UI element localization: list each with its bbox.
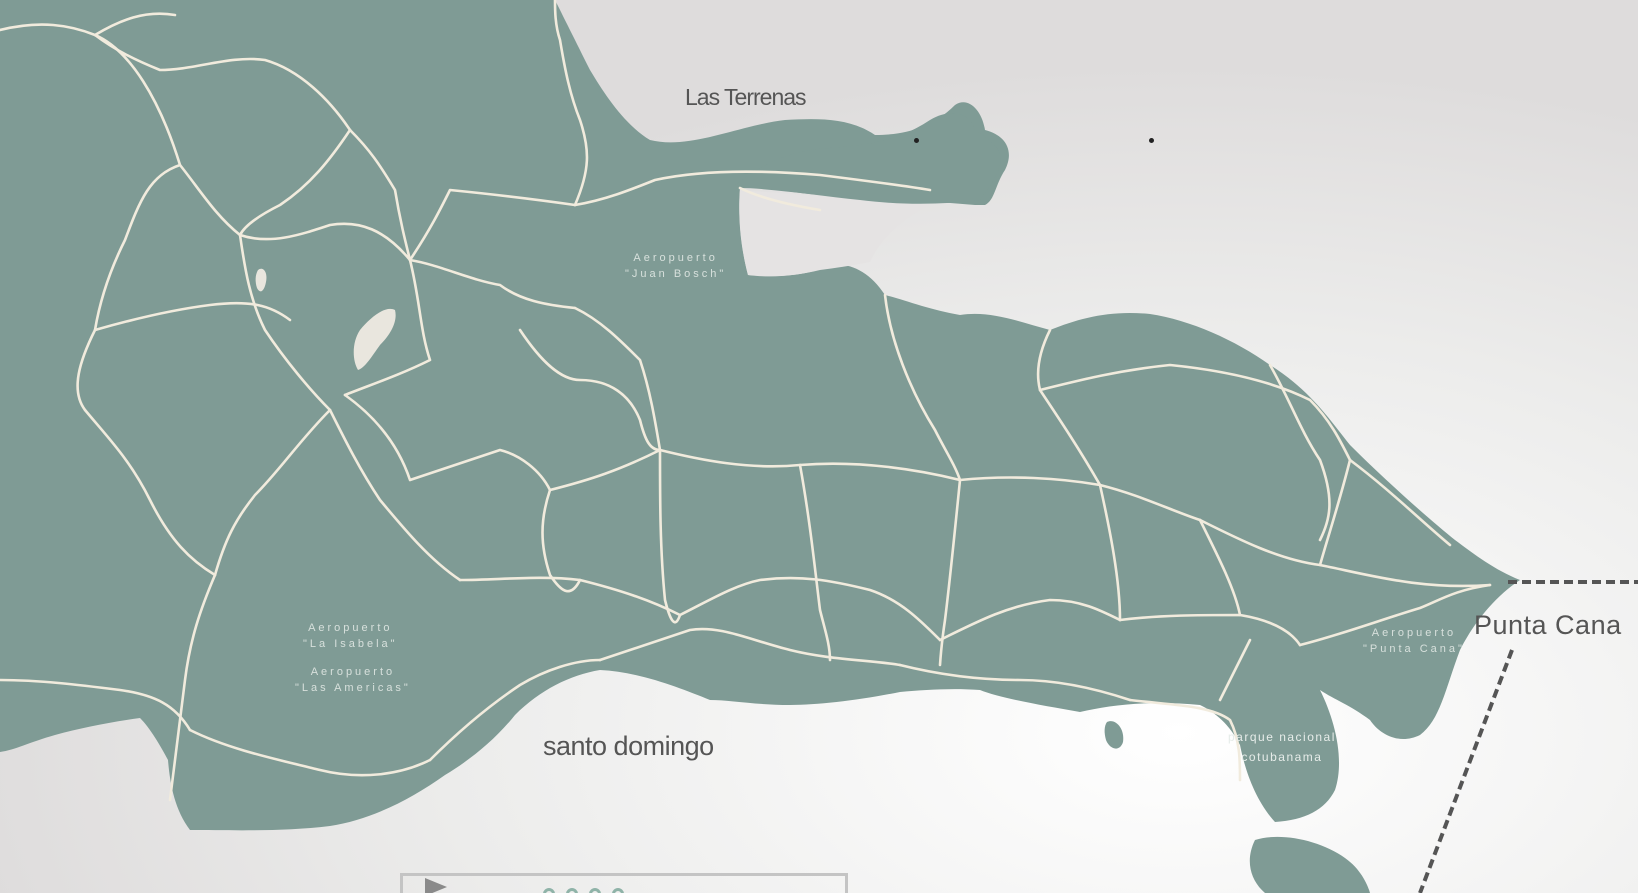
location-dot-icon [914, 138, 919, 143]
national-park-line2: cotubanama [1241, 750, 1323, 764]
island-saona [1249, 836, 1370, 893]
bay [739, 190, 930, 277]
legend-dot-icon [543, 888, 555, 893]
label-airport-juan-bosch: Aeropuerto "Juan Bosch" [625, 250, 726, 282]
airport-punta-cana-line2: "Punta Cana" [1363, 643, 1465, 655]
airport-la-isabela-line1: Aeropuerto [308, 622, 393, 634]
label-airport-punta-cana: Aeropuerto "Punta Cana" [1363, 625, 1465, 657]
label-punta-cana: Punta Cana [1474, 610, 1622, 640]
legend-dot-icon [612, 888, 624, 893]
legend-dot-icon [566, 888, 578, 893]
label-national-park: parque nacional cotubanama [1228, 727, 1336, 767]
airport-las-americas-line1: Aeropuerto [310, 666, 396, 678]
island-small [1104, 721, 1124, 749]
location-dot-icon [1149, 138, 1154, 143]
airport-la-isabela-line2: "La Isabela" [303, 638, 398, 650]
route-line-south [1418, 649, 1514, 893]
airport-juan-bosch-line2: "Juan Bosch" [625, 268, 727, 280]
route-lines [1418, 580, 1638, 893]
national-park-line1: parque nacional [1228, 730, 1336, 744]
peninsula [735, 113, 1001, 204]
airport-punta-cana-line1: Aeropuerto [1371, 627, 1457, 639]
airport-las-americas-line2: "Las Americas" [295, 682, 411, 694]
legend-box [400, 873, 848, 893]
lake-small [255, 268, 267, 292]
label-las-terrenas: Las Terrenas [685, 84, 807, 110]
label-airport-las-americas: Aeropuerto "Las Americas" [295, 664, 411, 696]
airport-juan-bosch-line1: Aeropuerto [633, 252, 718, 264]
lake [353, 308, 396, 370]
label-airport-la-isabela: Aeropuerto "La Isabela" [303, 620, 398, 652]
road-network [0, 0, 1492, 802]
label-santo-domingo: santo domingo [543, 731, 714, 761]
legend-arrow-icon [425, 878, 447, 893]
landmass-main [0, 0, 1520, 831]
legend-dot-icon [589, 888, 601, 893]
